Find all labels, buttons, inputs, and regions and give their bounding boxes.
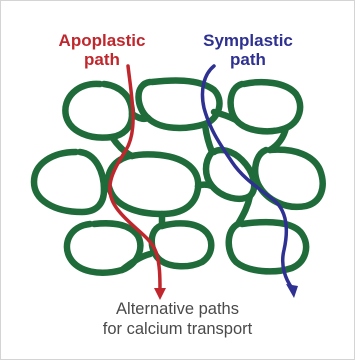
cell-mid-right-b [252, 146, 326, 211]
apoplastic-path [108, 64, 166, 300]
cell-top-right [227, 78, 304, 135]
wall-link-8 [266, 124, 290, 154]
symplastic-path-line [200, 64, 294, 290]
wall-link-6 [108, 133, 136, 160]
apoplastic-label: Apoplastic path [42, 31, 162, 69]
wall-link-5 [118, 250, 154, 274]
apoplastic-path-line [108, 64, 162, 292]
caption-line-1: Alternative paths [116, 300, 239, 318]
symplastic-label-line-2: path [230, 50, 266, 69]
apoplastic-label-line-2: path [84, 50, 120, 69]
cell-mid-center [104, 151, 202, 218]
cell-mid-left [30, 148, 108, 216]
cell-walls [30, 77, 326, 276]
cell-bottom-right [225, 218, 310, 275]
wall-link-10 [234, 192, 254, 228]
cell-top-left [62, 80, 136, 141]
wall-link-4 [194, 181, 216, 190]
symplastic-label-line-1: Symplastic [203, 31, 293, 50]
caption-line-2: for calcium transport [102, 320, 253, 338]
symplastic-path [200, 64, 298, 298]
symplastic-label: Symplastic path [188, 31, 308, 69]
wall-link-7 [201, 120, 216, 156]
figure-caption: Alternative paths for calcium transport [0, 299, 355, 339]
apoplastic-label-line-1: Apoplastic [58, 31, 146, 50]
symplastic-arrowhead [286, 284, 298, 298]
wall-link-2 [210, 108, 240, 124]
cell-bottom-middle [148, 220, 215, 270]
apoplastic-arrowhead [154, 288, 166, 300]
